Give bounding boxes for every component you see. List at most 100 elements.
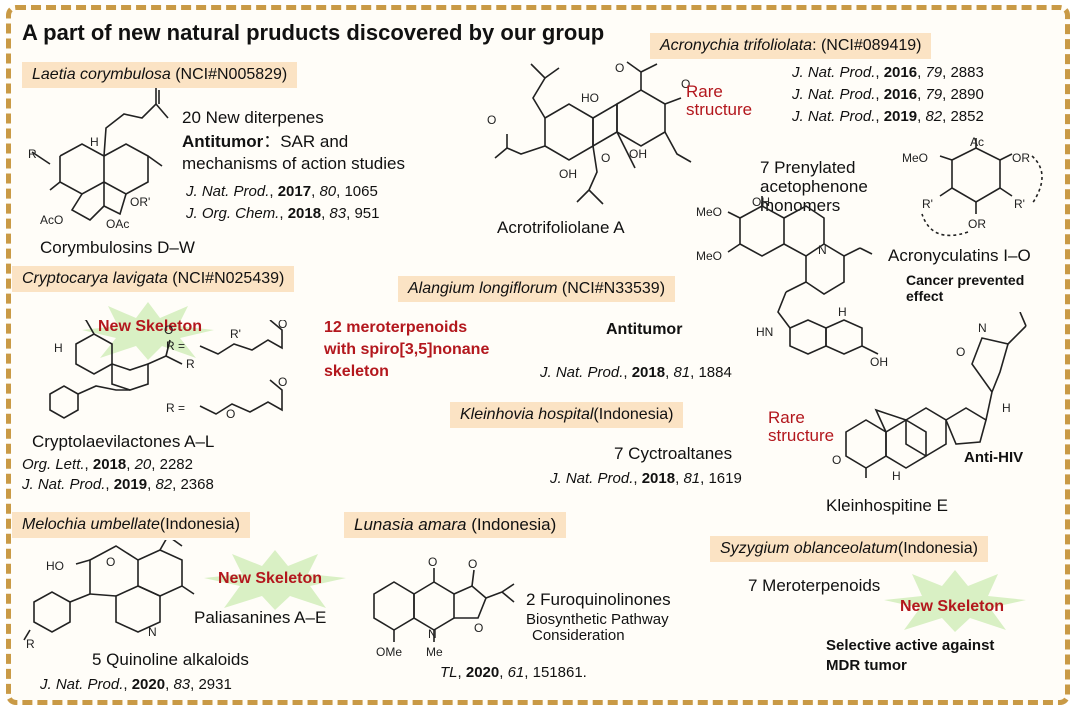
nci-code: (NCI#N025439) <box>172 270 285 287</box>
atom-label: R = <box>166 401 185 415</box>
antitumor-label: Antitumor <box>182 132 264 151</box>
atom-label: O <box>956 345 965 359</box>
laetia-ref-1: J. Nat. Prod., 2017, 80, 1065 <box>186 183 378 200</box>
atom-label: O <box>106 555 115 569</box>
new-skeleton-label: New Skeleton <box>98 318 203 335</box>
atom-label: O <box>468 557 477 571</box>
kleinhovia-desc: 7 Cyctroaltanes <box>614 444 733 463</box>
acrotrifoliolane-structure: HO OH OH O O O O <box>487 61 692 205</box>
ref-journal: J. Nat. Prod. <box>540 364 624 381</box>
species-name: Melochia umbellate <box>22 516 160 533</box>
atom-label: O <box>601 151 610 165</box>
species-name: Syzygium oblanceolatum <box>720 540 898 557</box>
ref-page: 2931 <box>198 676 232 693</box>
atom-label: HO <box>46 559 64 573</box>
lunasia-ref-1: TL, 2020, 61, 151861. <box>440 664 587 681</box>
ref-volume: 61 <box>507 664 525 681</box>
atom-label: MeO <box>696 249 722 263</box>
atom-label: MeO <box>696 205 722 219</box>
ref-year: 2018 <box>631 364 666 381</box>
kleinhovia-ref-1: J. Nat. Prod., 2018, 81, 1619 <box>550 470 742 487</box>
lunasia-desc-1: 2 Furoquinolinones <box>526 590 671 609</box>
lunasia-desc-2: Biosynthetic Pathway <box>526 611 669 628</box>
cryptocarya-desc-2: with spiro[3,5]nonane <box>324 341 490 358</box>
corymbulosin-name: Corymbulosins D–W <box>40 238 195 257</box>
atom-label: R <box>28 147 37 161</box>
kleinhospitine-structure: O O N H H <box>832 312 1027 482</box>
ref-journal: J. Nat. Prod. <box>792 86 876 103</box>
species-name: Lunasia amara <box>354 515 467 534</box>
ref-page: 2368 <box>180 476 214 493</box>
atom-label: MeO <box>902 151 928 165</box>
ref-page: 2890 <box>950 86 984 103</box>
syzygium-desc: 7 Meroterpenoids <box>748 576 881 595</box>
acronyculatin-name: Acronyculatins I–O <box>888 246 1031 265</box>
atom-label: OAc <box>106 217 129 231</box>
syzygium-activity-2: MDR tumor <box>826 657 907 674</box>
cryptocarya-desc-3: skeleton <box>324 363 389 380</box>
ref-journal: Org. Lett. <box>22 456 85 473</box>
ref-journal: J. Nat. Prod. <box>792 64 876 81</box>
region: (Indonesia) <box>593 406 674 423</box>
ref-year: 2016 <box>883 64 918 81</box>
alangium-antitumor: Antitumor <box>606 321 683 338</box>
dashed-frame <box>6 5 1070 705</box>
atom-label: O <box>474 621 483 635</box>
species-tag-lunasia: Lunasia amara (Indonesia) <box>344 512 567 538</box>
ref-volume: 79 <box>925 64 943 81</box>
ref-volume: 82 <box>925 108 943 125</box>
anti-hiv-label: Anti-HIV <box>964 449 1024 466</box>
atom-label: OMe <box>376 645 402 659</box>
atom-label: O <box>278 375 287 389</box>
atom-label: OR <box>968 217 986 231</box>
species-tag-kleinhovia: Kleinhovia hospital(Indonesia) <box>450 402 684 428</box>
atom-label: OH <box>559 167 577 181</box>
atom-label: O <box>428 556 437 569</box>
ref-journal: J. Nat. Prod. <box>792 108 876 125</box>
ref-page: 1065 <box>344 183 378 200</box>
kleinhovia-structure: structure <box>768 426 835 445</box>
syzygium-activity-1: Selective active against <box>826 637 995 654</box>
atom-label: N <box>818 243 827 257</box>
furoquinolinone-structure: O O O N OMe Me <box>373 556 515 659</box>
lunasia-desc-3: Consideration <box>532 627 625 644</box>
atom-label: R' <box>1014 197 1025 211</box>
atom-label: OH <box>629 147 647 161</box>
species-name: Cryptocarya lavigata <box>22 270 168 287</box>
laetia-desc-2: Antitumor：SAR and <box>182 132 348 152</box>
ref-year: 2016 <box>883 86 918 103</box>
laetia-desc-3: mechanisms of action studies <box>182 154 405 173</box>
atom-label: R' <box>230 327 241 341</box>
atom-label: H <box>892 469 901 482</box>
ref-volume: 81 <box>683 470 701 487</box>
ref-year: 2019 <box>883 108 918 125</box>
ref-year: 2017 <box>277 183 312 200</box>
ref-year: 2019 <box>113 476 148 493</box>
alangium-structure: OH MeO MeO N HN H OH <box>696 196 888 369</box>
ref-year: 2018 <box>641 470 676 487</box>
kleinhospitine-name: Kleinhospitine E <box>826 496 948 515</box>
atom-label: H <box>838 305 847 319</box>
ref-journal: J. Nat. Prod. <box>186 183 270 200</box>
new-skeleton-burst <box>82 302 214 360</box>
page-title: A part of new natural pruducts discovere… <box>22 20 605 45</box>
ref-journal: J. Nat. Prod. <box>550 470 634 487</box>
nci-code: (NCI#N33539) <box>561 280 666 297</box>
species-tag-melochia: Melochia umbellate(Indonesia) <box>12 512 250 538</box>
melochia-ref-1: J. Nat. Prod., 2020, 83, 2931 <box>40 676 232 693</box>
ref-page: 2282 <box>159 456 193 473</box>
cryptolaevilactone-structure: H O R R = R = R' O O O <box>49 320 287 421</box>
region: (Indonesia) <box>159 516 240 533</box>
acronychia-structure: structure <box>686 100 753 119</box>
cryptocarya-ref-2: J. Nat. Prod., 2019, 82, 2368 <box>22 476 214 493</box>
atom-label: O <box>487 113 496 127</box>
atom-label: R <box>186 357 195 371</box>
atom-label: O <box>164 323 173 337</box>
melochia-desc: 5 Quinoline alkaloids <box>92 650 249 669</box>
ref-page: 1884 <box>698 364 732 381</box>
ref-volume: 83 <box>173 676 191 693</box>
acronychia-rare: Rare <box>686 82 723 101</box>
alangium-ref-1: J. Nat. Prod., 2018, 81, 1884 <box>540 364 732 381</box>
atom-label: OH <box>752 196 770 209</box>
atom-label: Ac <box>970 135 984 149</box>
